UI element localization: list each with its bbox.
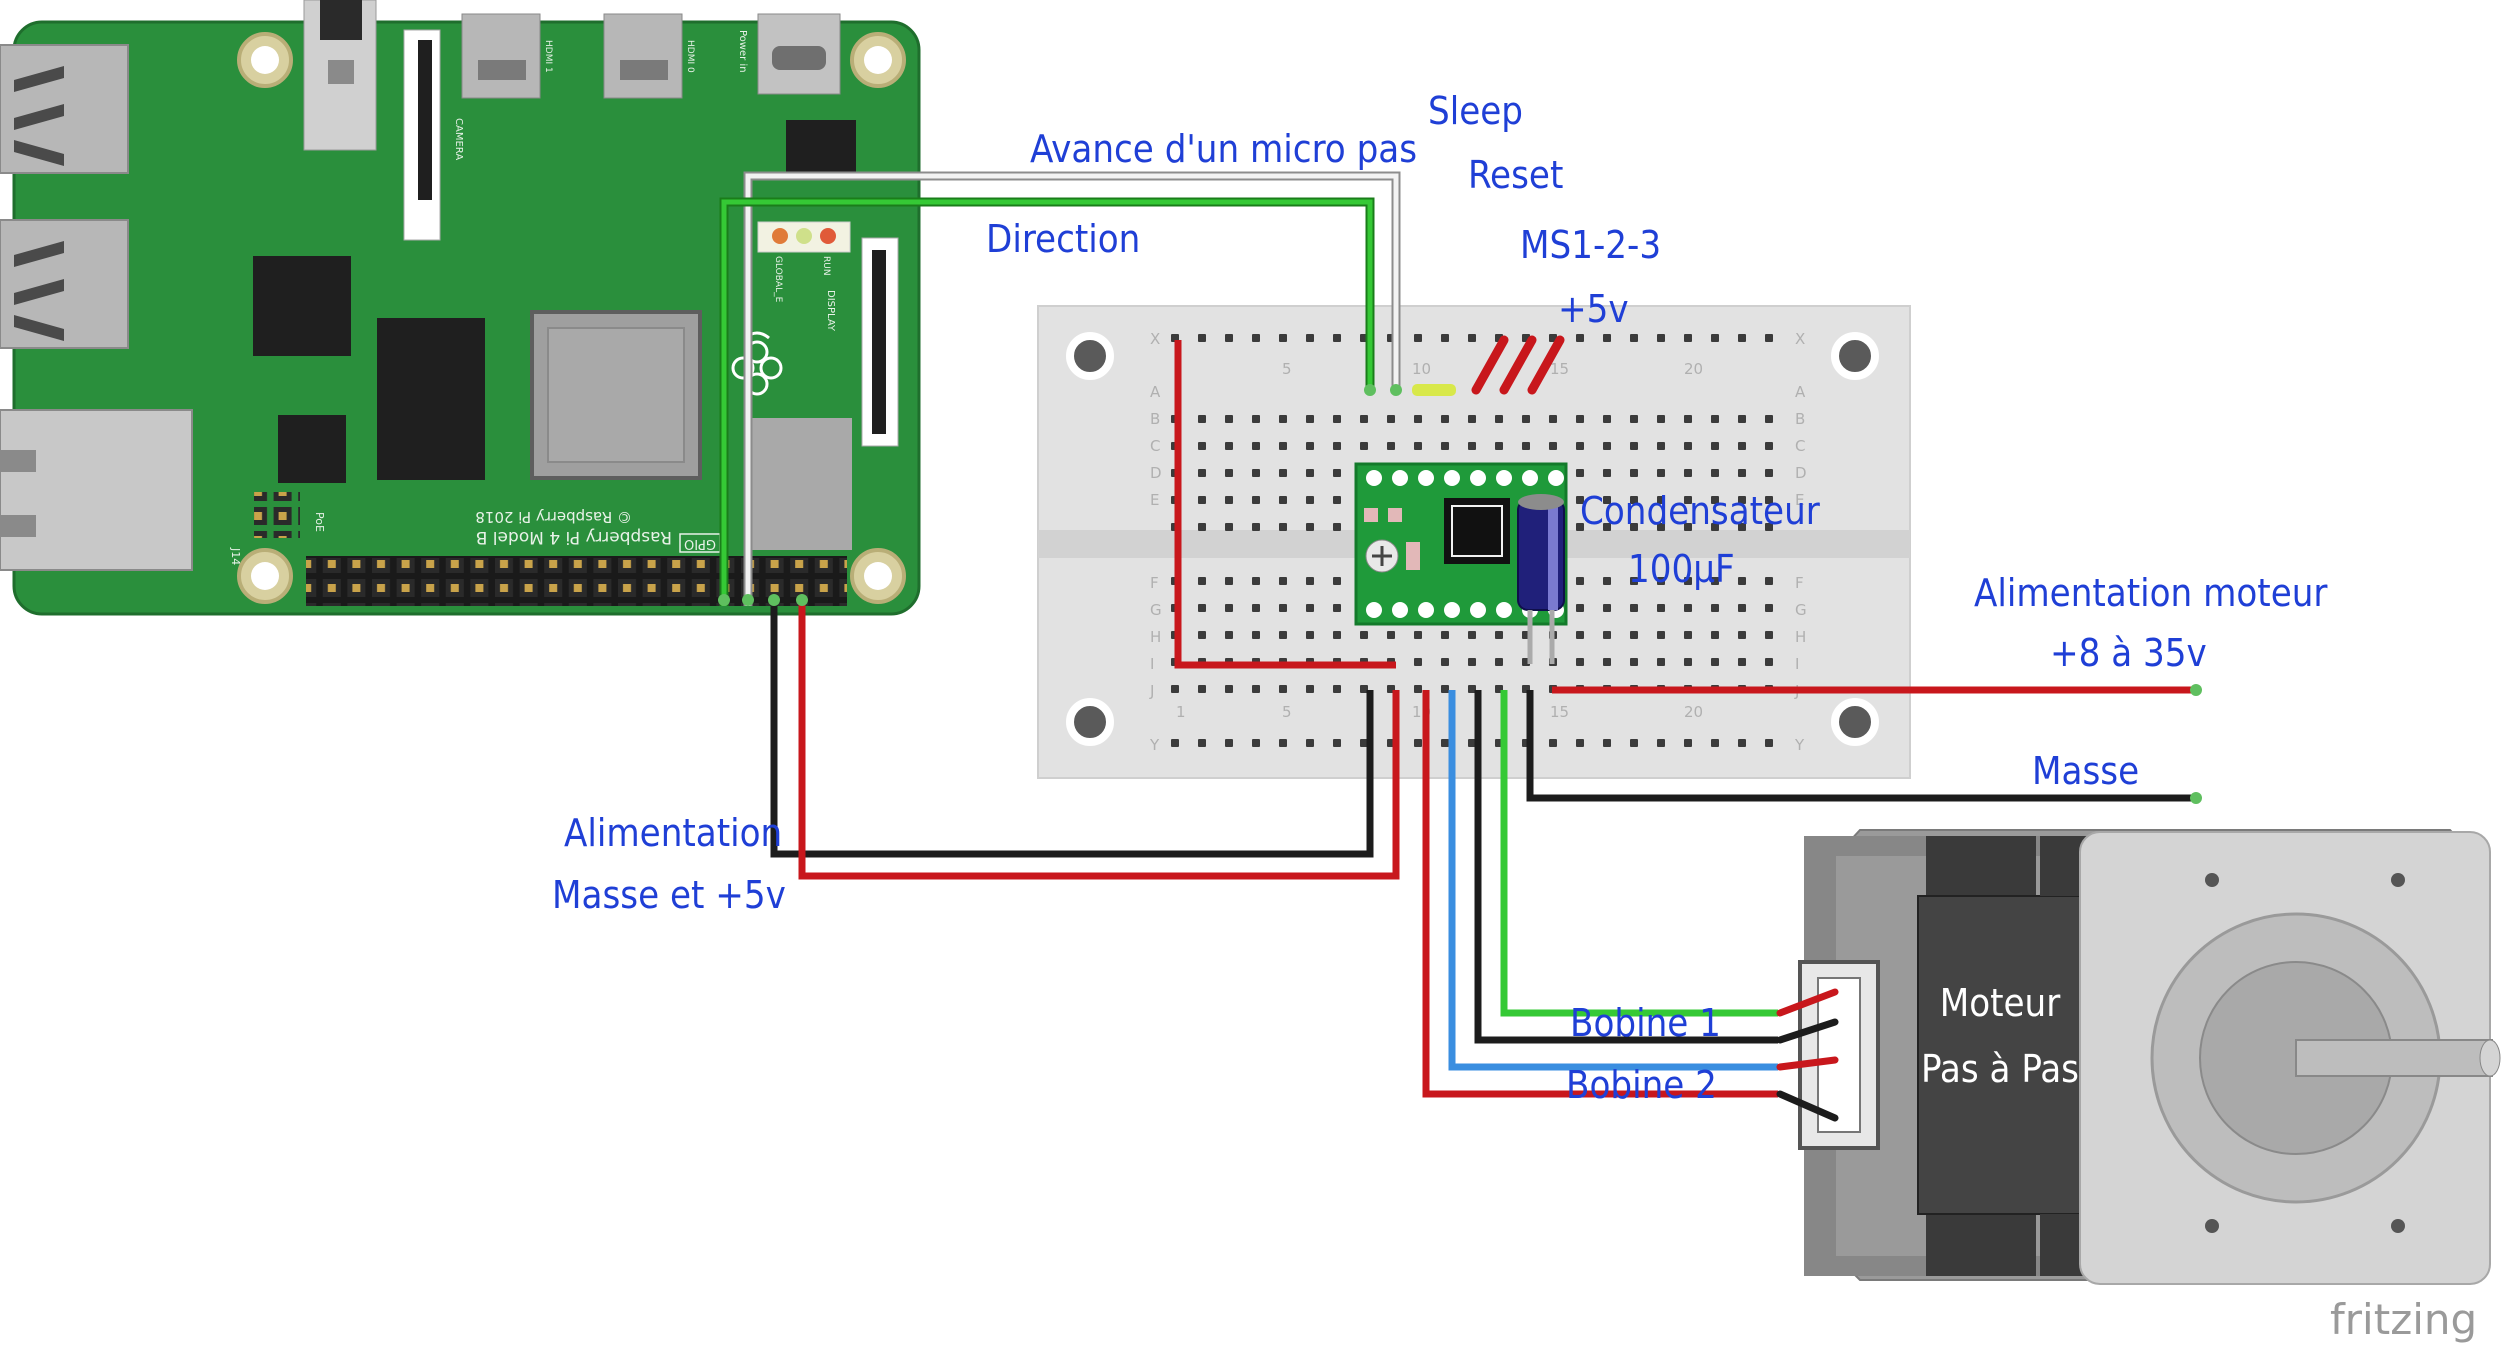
row-g: G — [1150, 601, 1162, 619]
camera-connector: CAMERA — [403, 29, 464, 241]
label-motor-supply-voltage: +8 à 35v — [2050, 631, 2207, 675]
display-connector: DISPLAY — [825, 237, 899, 447]
row-d-right: D — [1795, 464, 1807, 482]
ms-jumper-wires — [1471, 335, 1565, 395]
pi-copyright-label: © Raspberry Pi 2018 — [475, 508, 632, 526]
row-h: H — [1150, 628, 1161, 646]
row-c-right: C — [1795, 437, 1805, 455]
j14-label: J14 — [229, 547, 242, 565]
row-h-right: H — [1795, 628, 1806, 646]
rail-x: X — [1150, 330, 1160, 348]
col-15-top: 15 — [1550, 360, 1569, 378]
label-ground: Masse — [2032, 749, 2139, 793]
rail-x-right: X — [1795, 330, 1805, 348]
label-coil2: Bobine 2 — [1566, 1063, 1717, 1107]
wire-coil1-b — [1474, 690, 1778, 1044]
row-g-right: G — [1795, 601, 1807, 619]
led-label-run: RUN — [821, 256, 831, 276]
label-plus5v: +5v — [1558, 287, 1629, 331]
annotations: Avance d'un micro pas Sleep Reset Direct… — [552, 89, 2328, 1107]
mounting-holes — [237, 32, 906, 604]
power-in-label: Power in — [737, 30, 748, 73]
row-e: E — [1150, 491, 1159, 509]
rail-y: Y — [1149, 736, 1160, 754]
col-10-top: 10 — [1412, 360, 1431, 378]
driver-chip — [1444, 498, 1510, 564]
raspberry-pi-board: CAMERA HDMI 1 HDMI 0 Power in DISPLAY — [0, 0, 921, 616]
hdmi1-label: HDMI 1 — [543, 40, 553, 73]
wire-coil2-a — [1448, 690, 1778, 1071]
ethernet-port — [0, 409, 193, 571]
col-1-bottom: 1 — [1176, 703, 1186, 721]
col-20-bottom: 20 — [1684, 703, 1703, 721]
wire-pi-5v — [798, 602, 1400, 880]
row-f: F — [1150, 574, 1159, 592]
wire-pi-ground — [770, 602, 1374, 858]
label-power: Alimentation — [564, 811, 782, 855]
label-capacitor-value: 100µF — [1628, 547, 1735, 591]
motor-label-line1: Moteur — [1940, 981, 2062, 1025]
row-a: A — [1150, 383, 1161, 401]
col-15-bottom: 15 — [1550, 703, 1569, 721]
chip-usb — [377, 318, 485, 480]
row-e-right: E — [1795, 491, 1804, 509]
fritzing-logo: fritzing — [2330, 1295, 2477, 1344]
wire-red-rail-left — [1174, 340, 1396, 669]
chip-wifi — [752, 418, 852, 550]
camera-label: CAMERA — [453, 118, 464, 160]
led-label-global: GLOBAL_E — [773, 256, 783, 303]
stepper-motor: Moteur Pas à Pas — [1776, 829, 2501, 1285]
col-20-top: 20 — [1684, 360, 1703, 378]
chip-power — [786, 120, 856, 176]
label-capacitor: Condensateur — [1580, 489, 1821, 533]
capacitor-100uf — [1517, 494, 1565, 664]
usb-ports — [0, 44, 129, 349]
breadboard-rail-top — [1170, 324, 1791, 351]
row-b-right: B — [1795, 410, 1805, 428]
chip-small — [278, 415, 346, 483]
chip-ram — [253, 256, 351, 356]
row-d: D — [1150, 464, 1162, 482]
poe-header: PoE J14 — [229, 492, 326, 565]
row-i-right: I — [1795, 655, 1799, 673]
label-ms123: MS1-2-3 — [1520, 223, 1661, 267]
rail-y-right: Y — [1794, 736, 1805, 754]
row-a-right: A — [1795, 383, 1806, 401]
col-5-top: 5 — [1282, 360, 1292, 378]
row-f-right: F — [1795, 574, 1804, 592]
pi-model-label: Raspberry Pi 4 Model B — [476, 527, 672, 547]
hdmi0-label: HDMI 0 — [685, 40, 695, 73]
label-reset: Reset — [1468, 153, 1563, 197]
row-i: I — [1150, 655, 1154, 673]
motor-label-line2: Pas à Pas — [1921, 1047, 2079, 1091]
wire-coil1-a — [1500, 690, 1778, 1017]
label-micro-step: Avance d'un micro pas — [1030, 127, 1417, 171]
row-b: B — [1150, 410, 1160, 428]
hdmi-ports: HDMI 1 HDMI 0 — [461, 13, 695, 99]
gpio-label: GPIO — [684, 536, 716, 551]
sleep-reset-jumper — [1412, 384, 1456, 396]
display-label: DISPLAY — [825, 290, 836, 332]
row-j: J — [1149, 682, 1154, 700]
label-coil1: Bobine 1 — [1570, 1001, 1721, 1045]
label-motor-supply: Alimentation moteur — [1974, 571, 2328, 615]
power-port: Power in — [737, 13, 841, 95]
label-power-detail: Masse et +5v — [552, 873, 786, 917]
status-leds: RUN GLOBAL_E — [757, 221, 851, 303]
audio-jack — [303, 0, 377, 151]
wire-coil2-b — [1422, 690, 1778, 1098]
wire-motor-ground — [1526, 690, 2196, 802]
label-sleep: Sleep — [1428, 89, 1523, 133]
poe-label: PoE — [313, 512, 326, 532]
label-direction: Direction — [986, 217, 1140, 261]
row-c: C — [1150, 437, 1160, 455]
col-5-bottom: 5 — [1282, 703, 1292, 721]
